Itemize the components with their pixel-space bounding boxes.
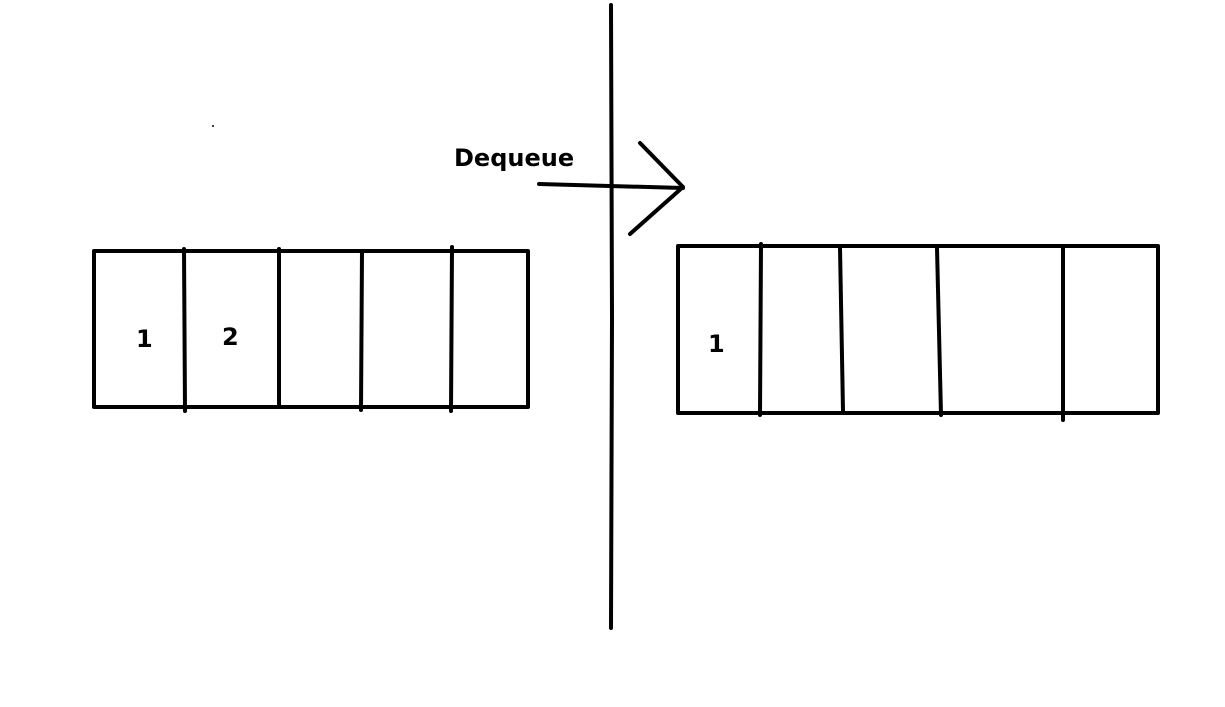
queue-before-divider <box>182 247 187 413</box>
stray-dot <box>212 125 214 127</box>
queue-before: 1 2 <box>92 245 530 413</box>
queue-before-item: 2 <box>222 323 239 351</box>
divider-line <box>609 3 614 630</box>
queue-after-divider <box>935 246 943 417</box>
dequeue-arrow-shaft <box>537 182 685 190</box>
queue-before-divider <box>449 245 454 413</box>
dequeue-label: Dequeue <box>454 144 574 172</box>
queue-before-item: 1 <box>136 325 153 353</box>
queue-after-divider <box>838 246 845 413</box>
queue-after-divider <box>758 242 763 417</box>
queue-before-divider <box>359 249 364 412</box>
queue-after-item: 1 <box>708 330 725 358</box>
queue-before-frame <box>92 249 530 409</box>
dequeue-arrowhead-icon <box>628 141 685 236</box>
queue-after-frame <box>676 244 1160 415</box>
queue-after: 1 <box>676 242 1160 422</box>
